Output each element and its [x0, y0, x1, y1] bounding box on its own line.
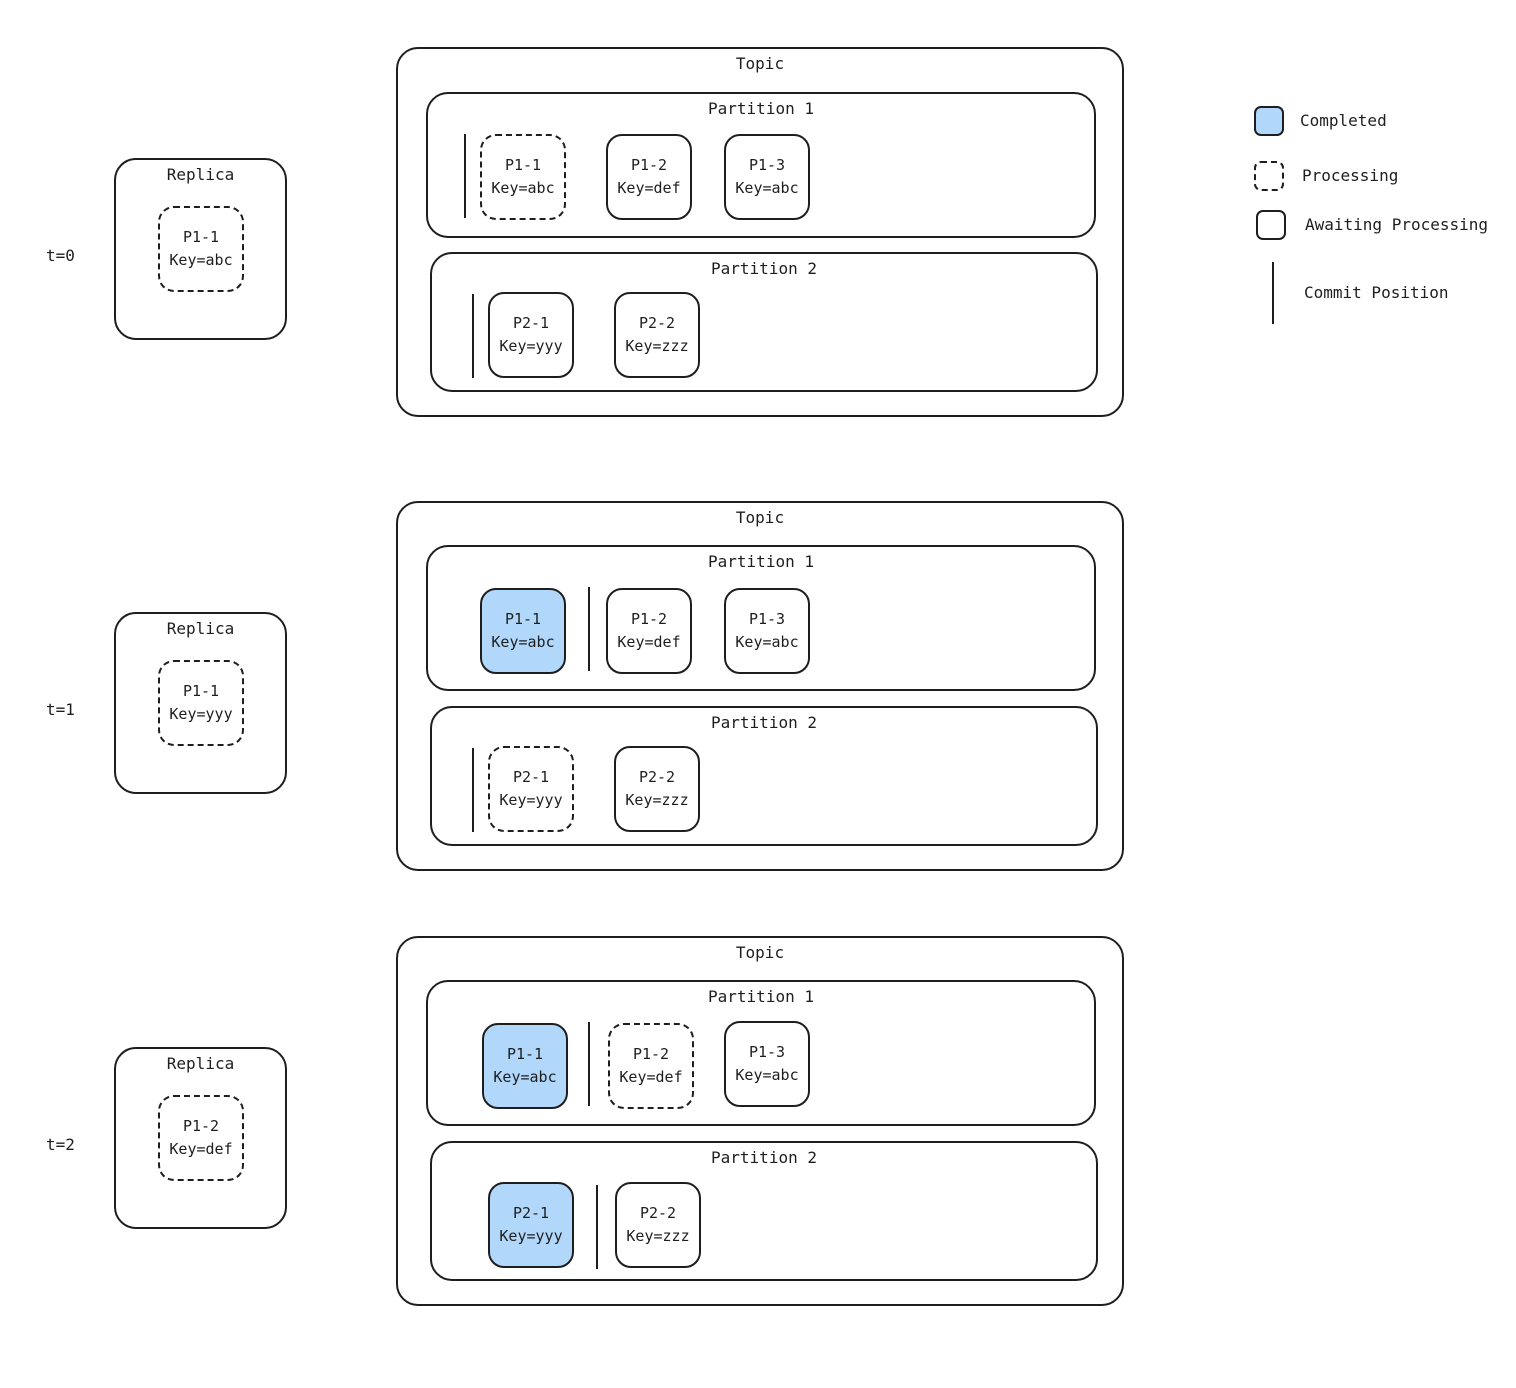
message-id: P2-1	[512, 314, 550, 332]
message-card: P1-2 Key=def	[606, 134, 692, 220]
message-id: P2-2	[638, 314, 676, 332]
legend-awaiting-label: Awaiting Processing	[1305, 215, 1489, 234]
message-key: Key=abc	[491, 633, 555, 651]
message-key: Key=def	[169, 1140, 233, 1158]
message-key: Key=abc	[735, 1066, 799, 1084]
message-card: P2-2 Key=zzz	[615, 1182, 701, 1268]
partition-box: Partition 2 P2-1 Key=yyy P2-2 Key=zzz	[430, 252, 1098, 392]
message-card: P2-2 Key=zzz	[614, 746, 700, 832]
partition-title: Partition 2	[711, 1148, 817, 1167]
replica-title: Replica	[166, 165, 235, 184]
message-id: P1-3	[748, 1043, 786, 1061]
replica-message: P1-1 Key=abc	[158, 206, 244, 292]
message-key: Key=def	[617, 179, 681, 197]
time-label: t=2	[46, 1135, 75, 1154]
message-id: P1-1	[506, 1045, 544, 1063]
message-key: Key=yyy	[499, 791, 563, 809]
message-id: P1-1	[182, 228, 220, 246]
message-card: P1-2 Key=def	[606, 588, 692, 674]
replica-title: Replica	[166, 1054, 235, 1073]
message-card: P1-3 Key=abc	[724, 134, 810, 220]
partition-box: Partition 1 P1-1 Key=abc P1-2 Key=def P1…	[426, 545, 1096, 691]
partition-title: Partition 2	[711, 259, 817, 278]
replica-title: Replica	[166, 619, 235, 638]
partition-box: Partition 1 P1-1 Key=abc P1-2 Key=def P1…	[426, 980, 1096, 1126]
message-id: P1-2	[632, 1045, 670, 1063]
message-card: P2-1 Key=yyy	[488, 292, 574, 378]
message-card: P2-1 Key=yyy	[488, 1182, 574, 1268]
message-id: P1-1	[504, 610, 542, 628]
time-label: t=0	[46, 246, 75, 265]
time-label: t=1	[46, 700, 75, 719]
message-card: P1-3 Key=abc	[724, 1021, 810, 1107]
commit-position-marker	[472, 748, 474, 832]
partition-box: Partition 1 P1-1 Key=abc P1-2 Key=def P1…	[426, 92, 1096, 238]
message-key: Key=abc	[735, 179, 799, 197]
message-key: Key=def	[617, 633, 681, 651]
message-key: Key=zzz	[625, 791, 689, 809]
partition-title: Partition 2	[711, 713, 817, 732]
message-key: Key=abc	[169, 251, 233, 269]
message-id: P2-1	[512, 768, 550, 786]
message-card: P2-1 Key=yyy	[488, 746, 574, 832]
message-card: P1-1 Key=abc	[480, 588, 566, 674]
message-key: Key=zzz	[625, 337, 689, 355]
topic-title: Topic	[735, 54, 785, 73]
message-id: P1-3	[748, 156, 786, 174]
replica-message: P1-2 Key=def	[158, 1095, 244, 1181]
message-card: P1-3 Key=abc	[724, 588, 810, 674]
partition-title: Partition 1	[708, 552, 814, 571]
message-key: Key=yyy	[499, 337, 563, 355]
commit-position-marker	[472, 294, 474, 378]
commit-position-marker	[596, 1185, 598, 1269]
legend-commit-label: Commit Position	[1304, 283, 1449, 302]
message-card: P1-2 Key=def	[608, 1023, 694, 1109]
partition-title: Partition 1	[708, 99, 814, 118]
replica-box: Replica P1-1 Key=yyy	[114, 612, 287, 794]
message-id: P1-1	[182, 682, 220, 700]
message-key: Key=abc	[491, 179, 555, 197]
message-key: Key=yyy	[169, 705, 233, 723]
legend-completed-label: Completed	[1300, 111, 1387, 130]
replica-box: Replica P1-1 Key=abc	[114, 158, 287, 340]
message-key: Key=zzz	[626, 1227, 690, 1245]
commit-position-marker	[464, 134, 466, 218]
partition-title: Partition 1	[708, 987, 814, 1006]
legend-processing-label: Processing	[1302, 166, 1399, 185]
replica-box: Replica P1-2 Key=def	[114, 1047, 287, 1229]
commit-position-marker	[588, 1022, 590, 1106]
commit-position-marker	[588, 587, 590, 671]
partition-box: Partition 2 P2-1 Key=yyy P2-2 Key=zzz	[430, 706, 1098, 846]
message-key: Key=yyy	[499, 1227, 563, 1245]
message-id: P1-1	[504, 156, 542, 174]
message-card: P1-1 Key=abc	[482, 1023, 568, 1109]
message-card: P2-2 Key=zzz	[614, 292, 700, 378]
message-key: Key=abc	[493, 1068, 557, 1086]
message-id: P1-2	[630, 156, 668, 174]
message-id: P1-2	[630, 610, 668, 628]
message-key: Key=abc	[735, 633, 799, 651]
message-id: P2-1	[512, 1204, 550, 1222]
message-id: P2-2	[639, 1204, 677, 1222]
legend-processing-swatch	[1254, 161, 1284, 191]
message-card: P1-1 Key=abc	[480, 134, 566, 220]
message-id: P2-2	[638, 768, 676, 786]
message-id: P1-2	[182, 1117, 220, 1135]
message-key: Key=def	[619, 1068, 683, 1086]
legend-completed-swatch	[1254, 106, 1284, 136]
legend-commit-line	[1272, 262, 1274, 324]
topic-title: Topic	[735, 943, 785, 962]
partition-box: Partition 2 P2-1 Key=yyy P2-2 Key=zzz	[430, 1141, 1098, 1281]
legend-awaiting-swatch	[1256, 210, 1286, 240]
replica-message: P1-1 Key=yyy	[158, 660, 244, 746]
message-id: P1-3	[748, 610, 786, 628]
topic-title: Topic	[735, 508, 785, 527]
